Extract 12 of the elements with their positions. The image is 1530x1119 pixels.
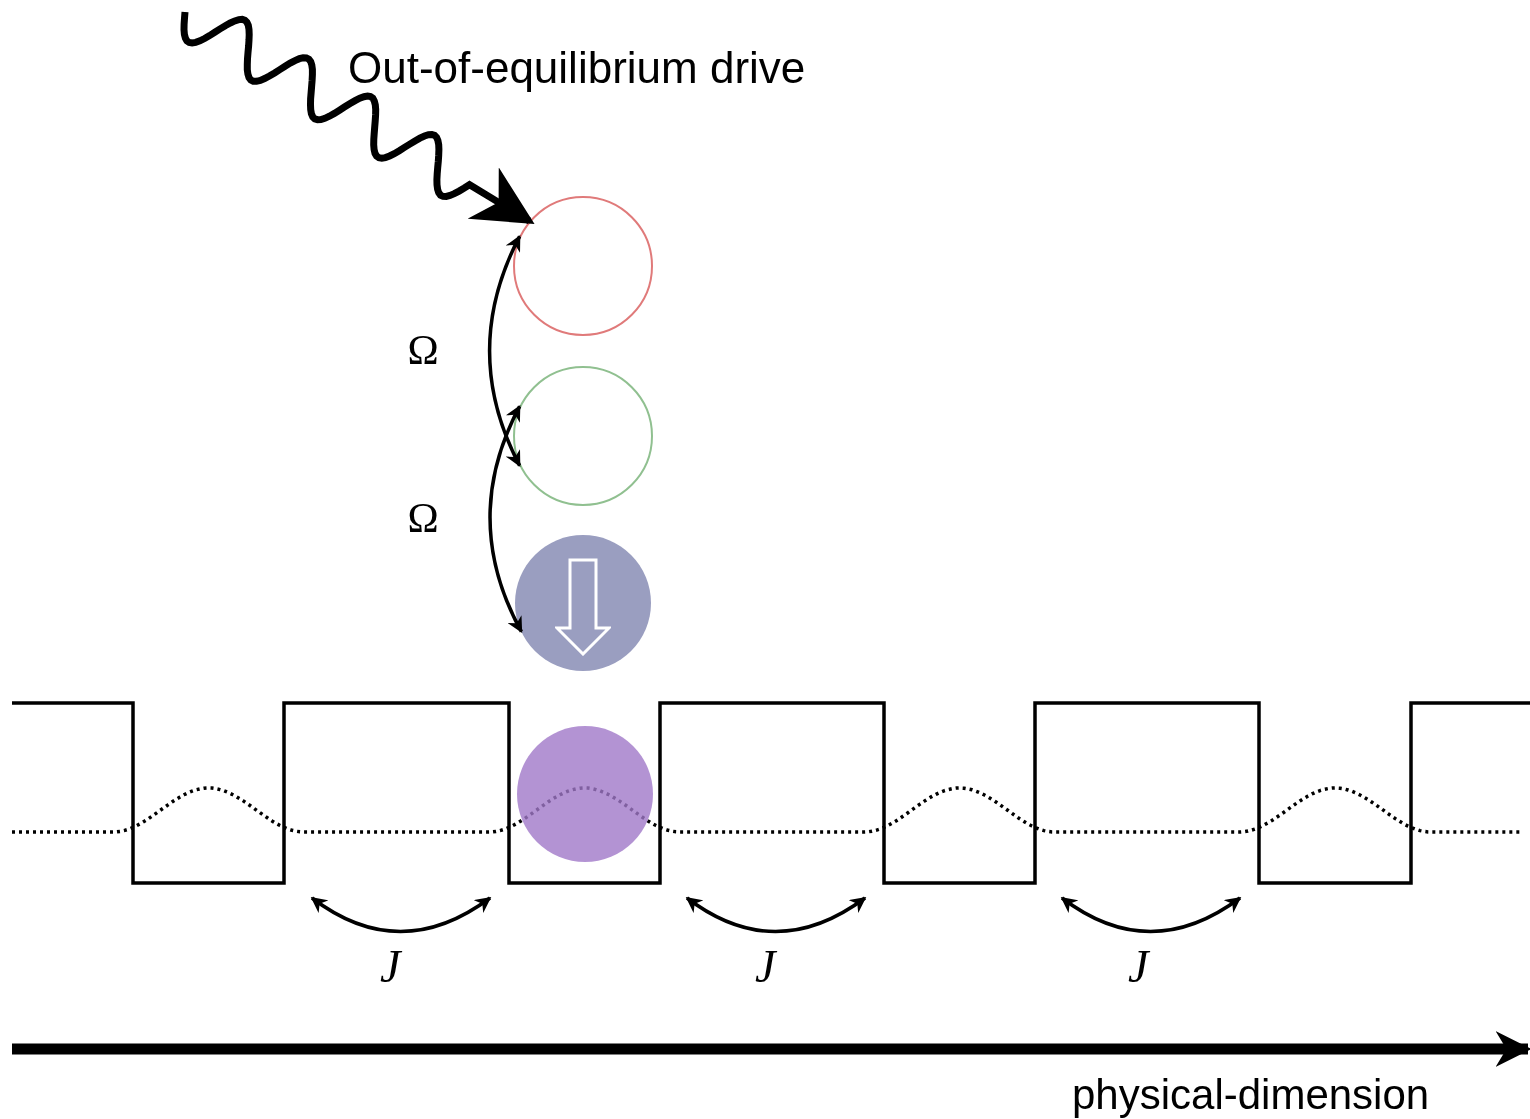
- edge-label: Out-of-equilibrium drive: [348, 46, 806, 90]
- energy-level-circle: [513, 366, 653, 506]
- axis-label: physical-dimension: [1072, 1074, 1430, 1116]
- hopping-label: J: [755, 944, 776, 990]
- coupling-arrow: [488, 404, 523, 634]
- energy-level-circle: [513, 196, 653, 336]
- wavy-arrow: [180, 11, 535, 225]
- hopping-label: J: [1128, 944, 1149, 990]
- coupling-arrow: [487, 234, 522, 468]
- edge-label: Ω: [407, 329, 439, 371]
- hopping-label: J: [380, 944, 401, 990]
- edge-label: Ω: [407, 497, 439, 540]
